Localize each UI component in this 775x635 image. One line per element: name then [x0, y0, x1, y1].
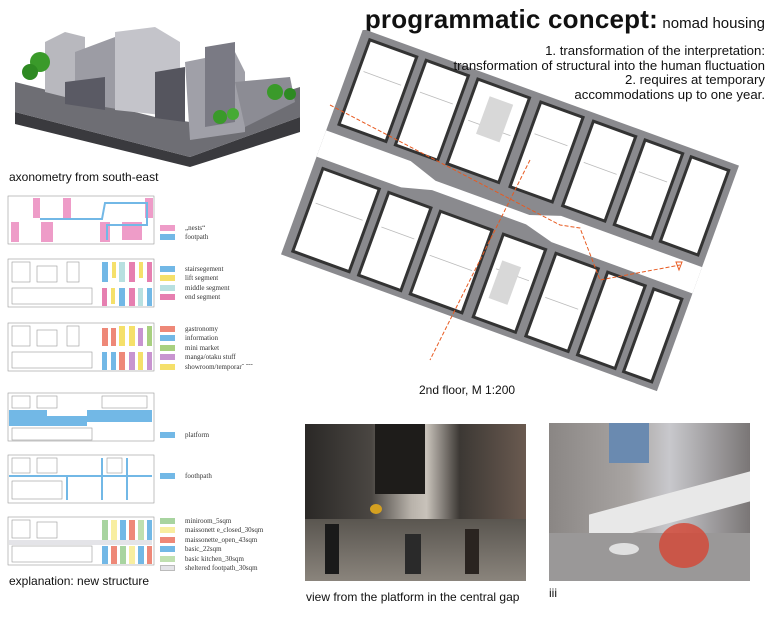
legend-item: sheltered footpath_30sqm	[160, 564, 263, 574]
legend-label: basic_22sqm	[185, 545, 222, 554]
axonometry-image	[15, 27, 300, 167]
concept-line: transformation of structural into the hu…	[453, 57, 765, 73]
page-title: programmatic concept: nomad housing	[365, 4, 765, 35]
view-caption-1: view from the platform in the central ga…	[306, 590, 520, 604]
title-sub: nomad housing	[662, 15, 765, 32]
legend-swatch	[160, 265, 175, 272]
view-caption-2: iii	[549, 586, 557, 600]
legend-label: gastronomy	[185, 324, 219, 333]
legend-item: maissonette_open_43sqm	[160, 535, 263, 545]
legend-label: maissonette_open_43sqm	[185, 535, 258, 544]
legend-swatch	[160, 363, 175, 370]
legend-label: manga/otaku stuff	[185, 353, 236, 362]
legend-item: lift segment	[160, 274, 230, 284]
legend-label: middle segment	[185, 283, 230, 292]
legend-item: maissonett e_closed_30sqm	[160, 526, 263, 536]
legend-item: footpath	[160, 233, 208, 243]
legend-label: miniroom_5sqm	[185, 516, 232, 525]
diagram-nests	[7, 195, 155, 245]
diagram-segments	[7, 258, 155, 308]
legend-swatch	[160, 536, 175, 543]
concept-line: accommodations up to one year.	[574, 86, 765, 102]
legend-label: „nests“	[185, 223, 206, 232]
legend-swatch	[160, 354, 175, 361]
legend-item: information	[160, 334, 253, 344]
legend-item: end segment	[160, 293, 230, 303]
legend-item: gastronomy	[160, 324, 253, 334]
legend-platform: platform	[160, 430, 209, 440]
legend-swatch	[160, 344, 175, 351]
legend-label: basic kitchen_30sqm	[185, 554, 244, 563]
legend-program: gastronomy information mini market manga…	[160, 324, 253, 372]
street-view-image	[549, 423, 750, 581]
plan-caption: 2nd floor, M 1:200	[419, 383, 516, 397]
platform-view-image	[305, 424, 526, 581]
legend-label: maissonett e_closed_30sqm	[185, 526, 264, 535]
legend-item: platform	[160, 430, 209, 440]
route-line	[329, 104, 681, 281]
legend-label: sheltered footpath_30sqm	[185, 564, 258, 573]
floor-plan	[281, 30, 739, 392]
legend-swatch	[160, 555, 175, 562]
legend-item: manga/otaku stuff	[160, 353, 253, 363]
legend-item: foothpath	[160, 471, 212, 481]
diagram-platform	[7, 392, 155, 442]
legend-item: basic kitchen_30sqm	[160, 554, 263, 564]
title-main: programmatic concept:	[364, 4, 658, 34]
legend-label: stairsegement	[185, 264, 224, 273]
legend-swatch	[160, 546, 175, 553]
concept-text: 1. transformation of the interpretation:…	[453, 43, 765, 102]
diagram-program	[7, 322, 155, 372]
legend-label: information	[185, 334, 219, 343]
legend-label: mini market	[185, 343, 220, 352]
legend-label: lift segment	[185, 274, 219, 283]
legend-swatch	[160, 472, 175, 479]
legend-item: stairsegement	[160, 264, 230, 274]
legend-swatch	[160, 431, 175, 438]
legend-item: middle segment	[160, 283, 230, 293]
legend-label: platform	[185, 430, 210, 439]
legend-label: footpath	[185, 233, 209, 242]
legend-segments: stairsegement lift segment middle segmen…	[160, 264, 230, 302]
diagram-footpath	[7, 454, 155, 504]
legend-swatch	[160, 234, 175, 241]
legend-swatch	[160, 517, 175, 524]
concept-line: 2. requires at temporary	[625, 72, 765, 87]
legend-item: „nests“	[160, 223, 208, 233]
legend-nests: „nests“ footpath	[160, 223, 208, 242]
axonometry-caption: axonometry from south-east	[9, 170, 159, 184]
legend-label: end segment	[185, 293, 221, 302]
legend-swatch	[160, 284, 175, 291]
legend-swatch	[160, 294, 175, 301]
legend-item: showroom/temporar˜ ˜˜˜	[160, 362, 253, 372]
legend-item: miniroom_5sqm	[160, 516, 263, 526]
legend-item: basic_22sqm	[160, 545, 263, 555]
concept-line: 1. transformation of the interpretation:	[545, 43, 765, 58]
legend-swatch	[160, 275, 175, 282]
legend-swatch	[160, 325, 175, 332]
legend-swatch	[160, 527, 175, 534]
legend-swatch	[160, 335, 175, 342]
legend-label: showroom/temporar˜ ˜˜˜	[185, 362, 253, 371]
legend-item: mini market	[160, 343, 253, 353]
legend-swatch	[160, 224, 175, 231]
explanation-caption: explanation: new structure	[9, 574, 150, 588]
legend-footpath: foothpath	[160, 471, 212, 481]
legend-label: foothpath	[185, 471, 212, 480]
legend-swatch	[160, 565, 175, 572]
route-line	[429, 159, 531, 361]
diagram-room-types	[7, 516, 155, 566]
legend-room-types: miniroom_5sqm maissonett e_closed_30sqm …	[160, 516, 263, 573]
